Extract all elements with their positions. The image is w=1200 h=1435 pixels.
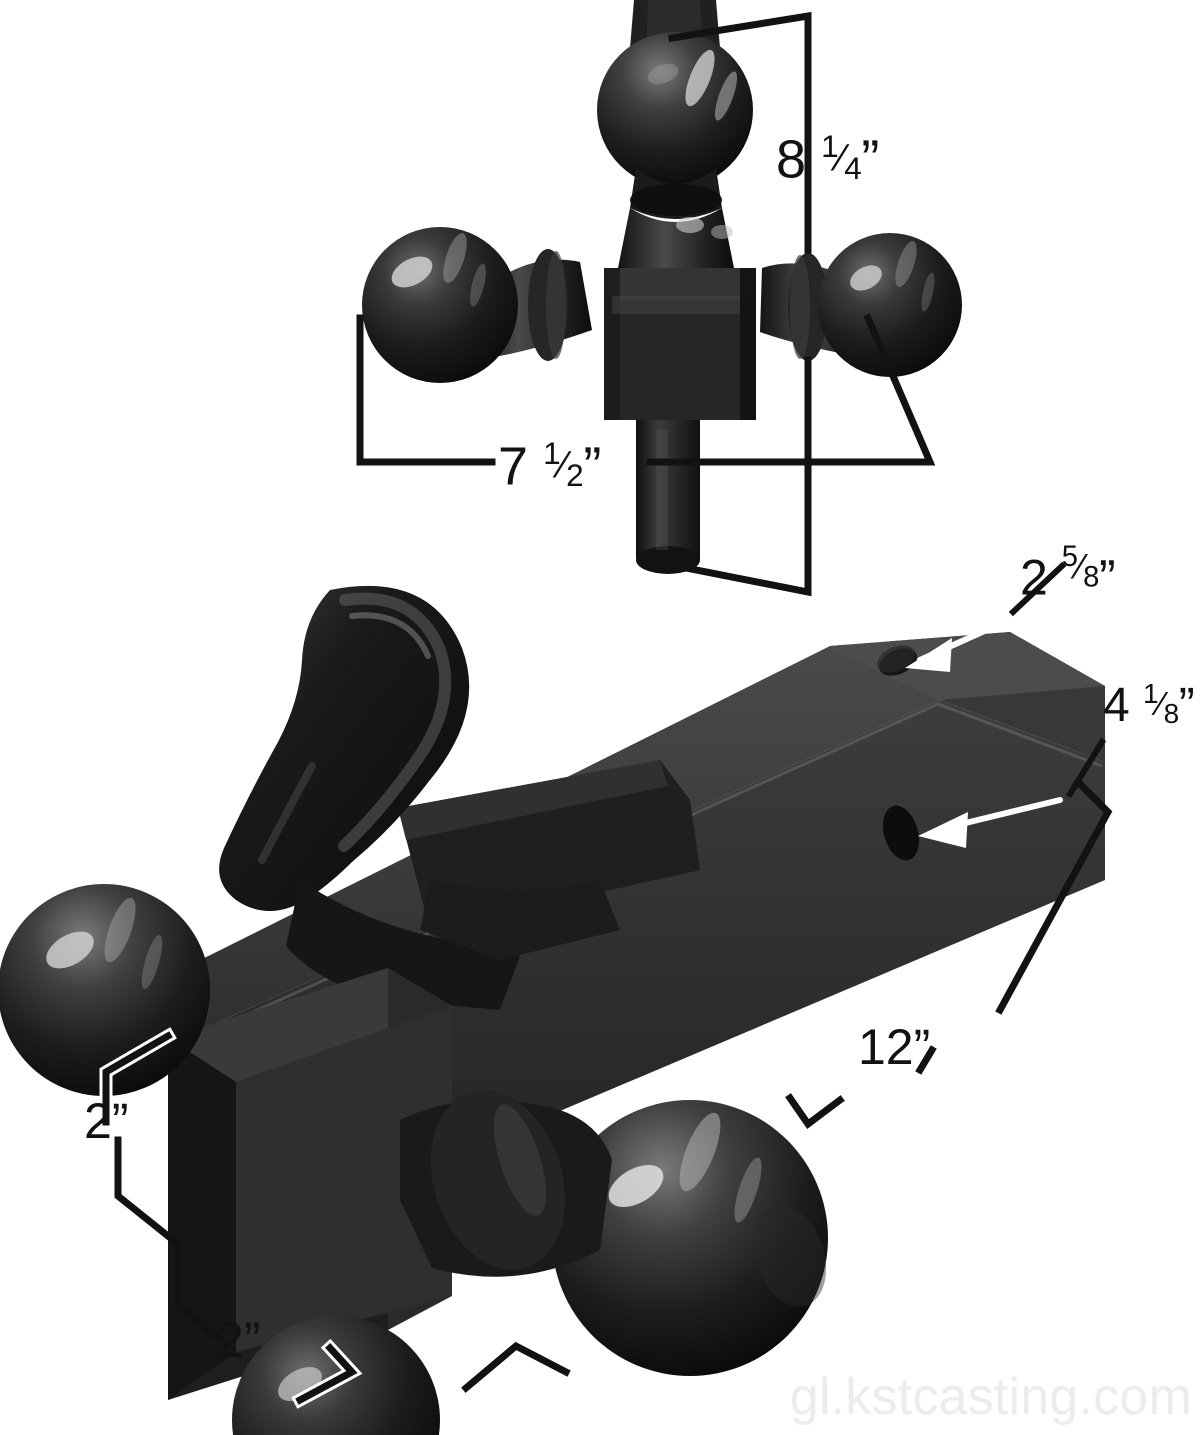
dim-label-2-upper: 2” bbox=[84, 1093, 129, 1149]
hitch-ball-left-lower bbox=[0, 884, 210, 1096]
bottom-view-assembly bbox=[0, 585, 1105, 1435]
hitch-ball-right bbox=[818, 233, 962, 377]
dim-label-4-1-8: 4 1⁄8” bbox=[1103, 678, 1195, 733]
dim-label-7-1-2: 7 1⁄2” bbox=[498, 435, 602, 497]
hitch-ball-bottom-lower bbox=[232, 1316, 440, 1435]
dimension-bracket-12 bbox=[785, 777, 1113, 1129]
dimension-bracket-8-1-4 bbox=[667, 11, 812, 597]
hitch-ball-front-lower bbox=[552, 1100, 828, 1376]
arrow-side-hole bbox=[918, 797, 1063, 848]
dimension-leader-4-1-8 bbox=[1065, 737, 1107, 799]
dim-label-2-5-8: 2 5⁄8” bbox=[1020, 541, 1116, 606]
dim-label-8-1-4: 8 1⁄4” bbox=[776, 128, 880, 190]
receiver-bar-side bbox=[178, 700, 1105, 1200]
dimension-bracket-7-1-2 bbox=[356, 313, 936, 466]
pin-hole-side-face bbox=[882, 805, 920, 861]
dimension-bracket-2-lower bbox=[114, 1136, 575, 1409]
hitch-ball-left bbox=[362, 227, 518, 383]
dimension-lines bbox=[99, 11, 1113, 1409]
dim-label-2-lower: 2” bbox=[216, 1312, 261, 1368]
top-view-assembly bbox=[362, 0, 962, 574]
shank-top-view bbox=[636, 420, 700, 572]
callout-arrows bbox=[905, 621, 1063, 848]
dim-label-12: 12” bbox=[858, 1019, 931, 1075]
tow-hook bbox=[219, 585, 470, 911]
receiver-bar-top bbox=[120, 646, 940, 1040]
hitch-ball-top bbox=[597, 32, 753, 188]
pin-hole-top-face bbox=[879, 648, 917, 676]
arrow-top-hole bbox=[905, 621, 1003, 672]
center-body-block bbox=[168, 968, 388, 1400]
watermark: gl.kstcasting.com bbox=[789, 1368, 1192, 1426]
